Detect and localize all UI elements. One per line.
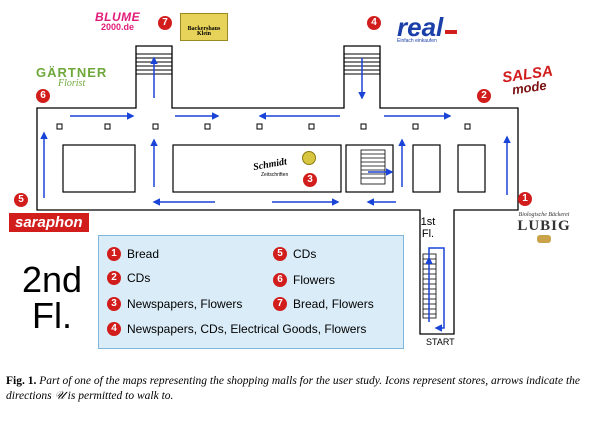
floor-label: 2nd Fl. [12, 262, 92, 334]
map-badge-3: 3 [303, 173, 317, 187]
legend-label: Bread [127, 247, 160, 261]
backershaus-logo-text: Backershaus [187, 26, 221, 32]
inner-staircase [360, 149, 386, 185]
blume-logo: BLUME 2000.de [95, 10, 140, 32]
legend-badge: 3 [107, 297, 121, 311]
map-badge-4: 4 [367, 16, 381, 30]
figure-caption-text: Part of one of the maps representing the… [6, 375, 581, 402]
schmidt-logo-text: Schmidt [252, 156, 288, 174]
gartner-logo-text: GÄRTNER [36, 65, 108, 80]
legend-item-1: 1 Bread [107, 247, 159, 261]
saraphon-logo: saraphon [9, 213, 89, 232]
first-floor-number: 1st [420, 216, 436, 228]
legend-badge: 1 [107, 247, 121, 261]
legend-badge: 5 [273, 247, 287, 261]
mall-map [36, 45, 519, 335]
legend-item-3: 3 Newspapers, Flowers [107, 297, 242, 311]
real-logo: real Einfach einkaufen [397, 12, 457, 44]
legend-label: Newspapers, CDs, Electrical Goods, Flowe… [127, 322, 367, 336]
legend-badge: 6 [273, 273, 287, 287]
lubig-logo-emblem [537, 235, 551, 243]
lubig-logo: Biologische Bäckerei LUBIG [513, 212, 575, 243]
real-logo-text: real [397, 12, 444, 42]
figure-number: Fig. 1. [6, 375, 37, 387]
legend-label: CDs [293, 247, 317, 261]
legend-badge: 2 [107, 271, 121, 285]
waypoint-markers [56, 123, 471, 130]
map-badge-6: 6 [36, 89, 50, 103]
legend-item-5: 5 CDs [273, 247, 316, 261]
map-badge-1: 1 [518, 192, 532, 206]
real-logo-bar [445, 30, 457, 34]
gartner-logo: GÄRTNER Florist [36, 65, 107, 89]
floor-suffix: Fl. [32, 295, 72, 336]
map-badge-5: 5 [14, 193, 28, 207]
legend-item-6: 6 Flowers [273, 273, 335, 287]
gartner-logo-sub: Florist [58, 78, 86, 89]
lubig-logo-top: Biologische Bäckerei [518, 212, 570, 218]
legend-box: 1 Bread 2 CDs 3 Newspapers, Flowers 4 Ne… [98, 235, 404, 349]
blume-logo-text: BLUME [95, 10, 141, 24]
map-badge-2: 2 [477, 89, 491, 103]
legend-badge: 4 [107, 322, 121, 336]
blume-logo-sub: 2000.de [101, 22, 135, 32]
floor-number: 2nd [21, 259, 83, 300]
first-floor-suffix: Fl. [421, 228, 435, 240]
schmidt-logo: Schmidt Zeitschriften [252, 148, 301, 188]
schmidt-logo-emblem [302, 151, 316, 165]
store-block-3 [345, 144, 394, 193]
start-path-arrow [428, 247, 445, 332]
real-logo-sub: Einfach einkaufen [397, 38, 444, 44]
saraphon-logo-text: saraphon [15, 214, 83, 231]
store-block-1 [62, 144, 136, 193]
figure-caption: Fig. 1. Part of one of the maps represen… [6, 374, 594, 404]
store-block-5 [457, 144, 486, 193]
backershaus-logo: Backershaus Klein [180, 13, 228, 41]
store-block-4 [412, 144, 441, 193]
schmidt-logo-sub: Zeitschriften [261, 172, 289, 178]
direction-arrows [40, 56, 511, 322]
start-label: START [426, 337, 455, 347]
legend-label: Flowers [293, 273, 336, 287]
lubig-logo-text: LUBIG [517, 218, 571, 234]
legend-item-7: 7 Bread, Flowers [273, 297, 374, 311]
map-badge-7: 7 [158, 16, 172, 30]
legend-item-2: 2 CDs [107, 271, 150, 285]
backershaus-logo-sub: Klein [196, 31, 211, 37]
first-floor-label: 1st Fl. [418, 216, 438, 240]
legend-label: Bread, Flowers [293, 297, 374, 311]
legend-label: CDs [127, 271, 151, 285]
salsa-logo: SALSA mode [501, 63, 555, 98]
legend-label: Newspapers, Flowers [127, 297, 243, 311]
legend-badge: 7 [273, 297, 287, 311]
legend-item-4: 4 Newspapers, CDs, Electrical Goods, Flo… [107, 322, 366, 336]
